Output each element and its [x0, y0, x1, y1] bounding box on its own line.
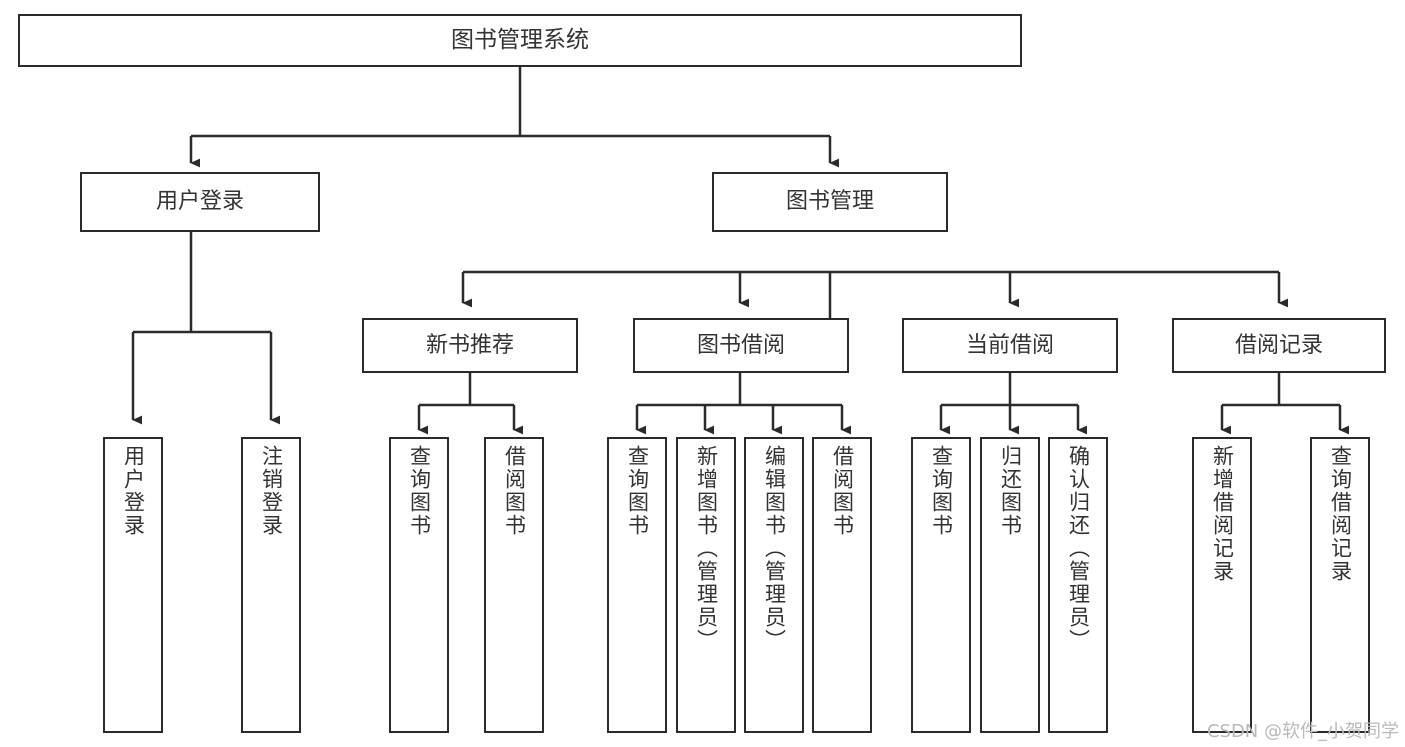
node-leaf-add-book[interactable]: 新增图书（管理员） [676, 437, 736, 733]
node-leaf-user-logout-label: 注销登录 [259, 445, 284, 537]
node-new-book-rec[interactable]: 新书推荐 [362, 318, 578, 373]
node-user-login[interactable]: 用户登录 [80, 172, 320, 232]
node-leaf-confirm-return[interactable]: 确认归还（管理员） [1048, 437, 1108, 733]
node-new-book-rec-label: 新书推荐 [425, 332, 514, 358]
node-leaf-add-book-label: 新增图书（管理员） [694, 445, 719, 652]
node-leaf-query-book-2-label: 查询图书 [625, 445, 650, 537]
node-leaf-borrow-book-2-label: 借阅图书 [830, 445, 855, 537]
node-leaf-add-record-label: 新增借阅记录 [1210, 445, 1235, 583]
node-book-borrow-label: 图书借阅 [696, 332, 785, 358]
node-leaf-confirm-return-label: 确认归还（管理员） [1066, 445, 1091, 652]
node-leaf-add-record[interactable]: 新增借阅记录 [1192, 437, 1252, 733]
node-leaf-edit-book[interactable]: 编辑图书（管理员） [744, 437, 804, 733]
node-leaf-edit-book-label: 编辑图书（管理员） [762, 445, 787, 652]
node-book-manage[interactable]: 图书管理 [712, 172, 948, 232]
node-current-borrow[interactable]: 当前借阅 [902, 318, 1118, 373]
node-leaf-user-logout[interactable]: 注销登录 [241, 437, 301, 733]
node-leaf-user-login[interactable]: 用户登录 [103, 437, 163, 733]
node-leaf-query-record[interactable]: 查询借阅记录 [1310, 437, 1370, 733]
node-leaf-query-book-3[interactable]: 查询图书 [911, 437, 971, 733]
node-leaf-query-book-1-label: 查询图书 [407, 445, 432, 537]
node-leaf-query-book-3-label: 查询图书 [929, 445, 954, 537]
node-leaf-user-login-label: 用户登录 [121, 445, 146, 537]
node-leaf-query-book-2[interactable]: 查询图书 [607, 437, 667, 733]
node-leaf-return-book-label: 归还图书 [998, 445, 1023, 537]
node-leaf-query-record-label: 查询借阅记录 [1328, 445, 1353, 583]
node-user-login-label: 用户登录 [155, 189, 244, 215]
node-root[interactable]: 图书管理系统 [18, 14, 1022, 67]
node-leaf-return-book[interactable]: 归还图书 [980, 437, 1040, 733]
csdn-watermark: CSDN @软件_小贺同学 [1206, 721, 1399, 742]
node-leaf-borrow-book-1[interactable]: 借阅图书 [484, 437, 544, 733]
node-leaf-borrow-book-1-label: 借阅图书 [502, 445, 527, 537]
node-leaf-query-book-1[interactable]: 查询图书 [389, 437, 449, 733]
node-current-borrow-label: 当前借阅 [965, 332, 1054, 358]
node-book-manage-label: 图书管理 [785, 189, 874, 215]
node-borrow-record[interactable]: 借阅记录 [1172, 318, 1386, 373]
node-root-label: 图书管理系统 [451, 27, 589, 54]
node-borrow-record-label: 借阅记录 [1234, 332, 1323, 358]
node-leaf-borrow-book-2[interactable]: 借阅图书 [812, 437, 872, 733]
node-book-borrow[interactable]: 图书借阅 [633, 318, 849, 373]
